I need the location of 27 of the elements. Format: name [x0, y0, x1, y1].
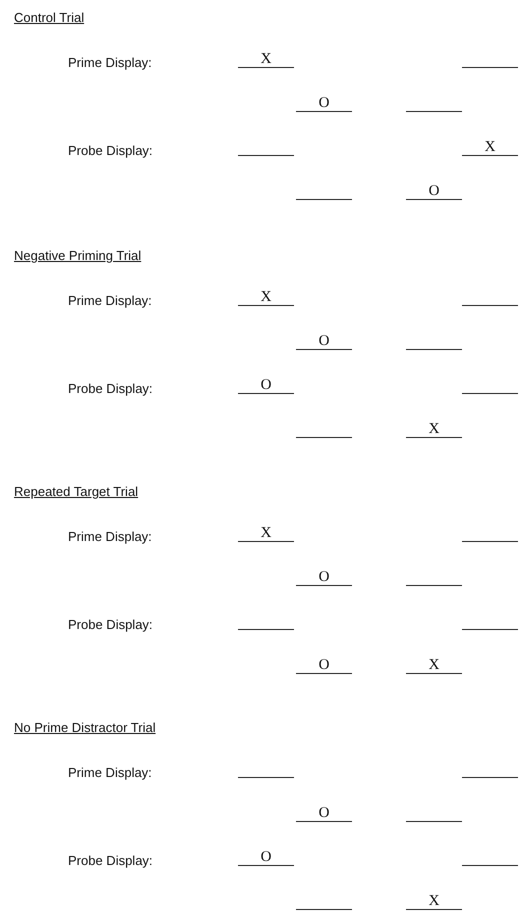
stimulus-letter: X: [406, 893, 462, 910]
display-label: Prime Display:: [68, 529, 152, 544]
stimulus-letter: X: [462, 139, 518, 156]
stimulus-letter: O: [238, 377, 294, 394]
stimulus-letter: O: [238, 849, 294, 866]
display-label: Probe Display:: [68, 381, 153, 396]
display-label: Probe Display:: [68, 143, 153, 158]
stimulus-letter: O: [296, 657, 352, 674]
stimulus-letter: X: [406, 657, 462, 674]
stimulus-letter: X: [238, 51, 294, 68]
section-heading: Repeated Target Trial: [14, 484, 138, 499]
section-heading: No Prime Distractor Trial: [14, 720, 156, 735]
display-label: Probe Display:: [68, 617, 153, 632]
stimulus-letter: O: [296, 333, 352, 350]
stimulus-letter: X: [406, 421, 462, 438]
stimulus-letter: O: [296, 569, 352, 586]
stimulus-letter: O: [296, 805, 352, 822]
section-heading: Negative Priming Trial: [14, 248, 142, 263]
stimulus-letter: X: [238, 525, 294, 542]
display-label: Prime Display:: [68, 293, 152, 308]
section-heading: Control Trial: [14, 10, 84, 25]
display-label: Probe Display:: [68, 853, 153, 868]
stimulus-letter: O: [406, 183, 462, 200]
display-label: Prime Display:: [68, 55, 152, 70]
stimulus-letter: X: [238, 289, 294, 306]
display-label: Prime Display:: [68, 765, 152, 780]
stimulus-letter: O: [296, 95, 352, 112]
